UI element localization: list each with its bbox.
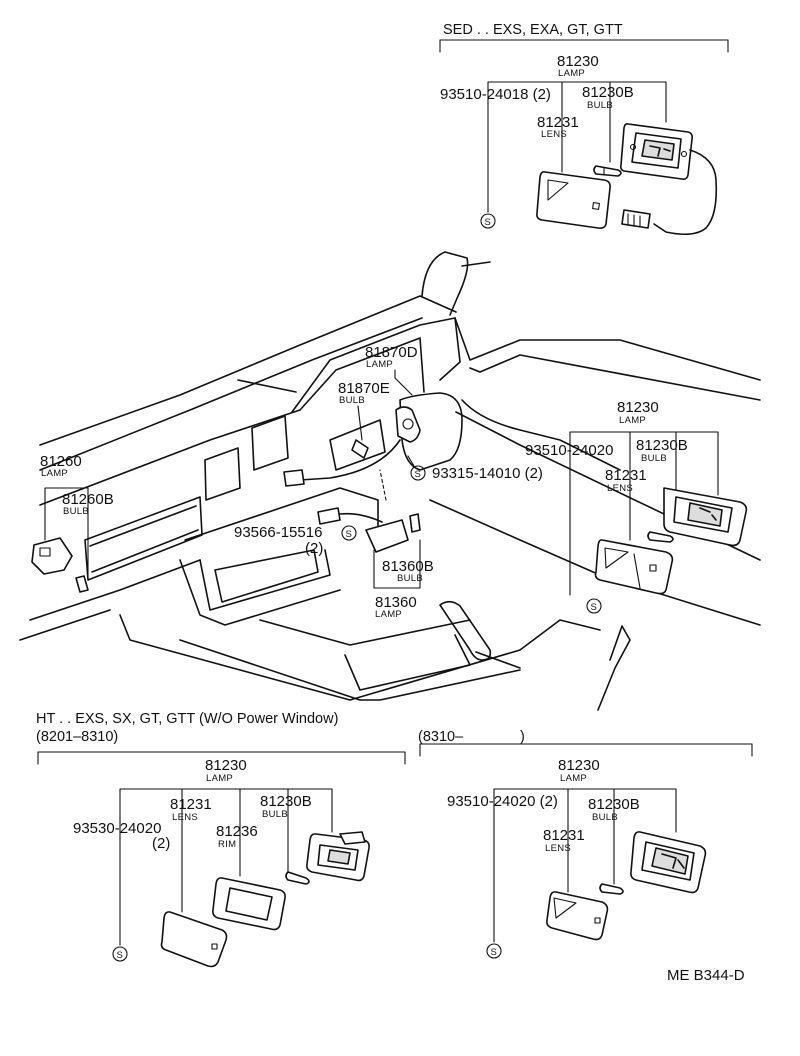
top-lens-label: LENS [541,129,567,140]
bl-lens-shape [160,911,228,968]
section-top: SED . . EXS, EXA, GT, GTT 81230 LAMP 935… [439,22,729,236]
top-screw-number: 93510-24018 (2) [440,86,551,103]
right-bulb-shape [647,531,674,543]
br-lamp-housing [630,831,707,894]
br-bracket [419,743,753,757]
center-screw-315-number: 93315-14010 (2) [432,465,543,482]
center-lamp360-label: LAMP [375,609,402,620]
br-lamp-number: 81230 [558,757,600,774]
bl-rim-shape [212,877,286,931]
center-bulb-e-number: 81870E [338,380,390,397]
center-s-marker-1 [410,465,426,481]
right-lens-shape [594,539,674,595]
top-header: SED . . EXS, EXA, GT, GTT [443,22,623,38]
center-lamp360-number: 81360 [375,594,417,611]
right-lamp-housing [663,487,748,547]
dashboard-illustration [19,251,761,711]
bl-header-2: (8201–8310) [36,729,118,745]
top-bulb-label: BULB [587,100,613,111]
br-screw-number: 93510-24020 (2) [447,793,558,810]
bl-header: HT . . EXS, SX, GT, GTT (W/O Power Windo… [36,711,338,727]
diagram-id: ME B344-D [667,967,745,984]
br-bulb-label: BULB [592,812,618,823]
top-bulb-shape [593,165,622,177]
bl-rim-label: RIM [218,839,236,850]
top-bulb-number: 81230B [582,84,634,101]
br-s-text: S [491,947,498,958]
br-lamp-label: LAMP [560,773,587,784]
center-wire [299,439,401,481]
center-bulb260-number: 81260B [62,491,114,508]
section-bottom-left: HT . . EXS, SX, GT, GTT (W/O Power Windo… [36,711,406,968]
top-connector [621,209,651,229]
right-lens-number: 81231 [605,467,647,484]
bl-screw-qty: (2) [152,835,170,852]
bl-rim-number: 81236 [216,823,258,840]
center-lamp360-shape [317,469,421,553]
right-screw-number: 93510-24020 [525,442,613,459]
center-bulb360-number: 81360B [382,558,434,575]
bl-lens-label: LENS [172,812,198,823]
top-s-marker [480,213,496,229]
center-s-marker-2 [341,525,357,541]
bl-screw-number: 93530-24020 [73,820,161,837]
center-map-lamp [351,406,421,459]
top-bracket [439,39,729,53]
right-bulb-label: BULB [641,453,667,464]
a-pillar [421,251,469,316]
top-lamp-label: LAMP [558,68,585,79]
section-center: 81870D LAMP 81870E BULB S 93315-14010 (2… [31,344,543,620]
right-lamp-number: 81230 [617,399,659,416]
br-bulb-shape [599,883,624,895]
top-s-text: S [485,217,492,228]
bl-lamp-label: LAMP [206,773,233,784]
right-s-marker [586,598,602,614]
bl-s-marker [112,946,128,962]
center-bulb260-label: BULB [63,506,89,517]
section-right: 81230 LAMP 93510-24020 81230B BULB 81231… [525,399,748,614]
br-header-close: ) [520,729,525,745]
right-lamp-label: LAMP [619,415,646,426]
center-screw-566-number: 93566-15516 [234,524,322,541]
section-bottom-right: (8310– ) 81230 LAMP 93510-24020 (2) 8123… [418,729,753,959]
br-lens-shape [546,891,609,941]
center-bulb360-label: BULB [397,573,423,584]
top-lens-number: 81231 [537,114,579,131]
right-lens-label: LENS [607,483,633,494]
top-leader-lines [487,81,667,213]
br-lens-label: LENS [545,843,571,854]
center-s-text-2: S [346,529,353,540]
top-wire [653,149,718,236]
center-lamp-d-number: 81870D [365,344,418,361]
top-lamp-number: 81230 [557,53,599,70]
center-lamp-d-label: LAMP [366,359,393,370]
bl-bracket [37,751,406,765]
center-connector [283,469,305,487]
br-s-marker [486,943,502,959]
bl-lamp-housing [306,831,370,882]
bl-lens-number: 81231 [170,796,212,813]
br-bulb-number: 81230B [588,796,640,813]
center-lamp260-label: LAMP [41,468,68,479]
bl-lamp-number: 81230 [205,757,247,774]
bl-s-text: S [117,950,124,961]
center-bulb-e-label: BULB [339,395,365,406]
top-lamp-housing [620,123,693,180]
center-screw-566-qty: (2) [305,540,323,557]
right-s-text: S [591,602,598,613]
center-lamp260-number: 81260 [40,453,82,470]
br-lens-number: 81231 [543,827,585,844]
top-lens-shape [536,171,611,229]
br-header: (8310– [418,729,464,745]
bl-bulb-label: BULB [262,809,288,820]
center-lamp260-shape [31,537,89,593]
bl-bulb-number: 81230B [260,793,312,810]
bl-bulb-shape [285,871,310,885]
center-s-text-1: S [415,469,422,480]
right-bulb-number: 81230B [636,437,688,454]
